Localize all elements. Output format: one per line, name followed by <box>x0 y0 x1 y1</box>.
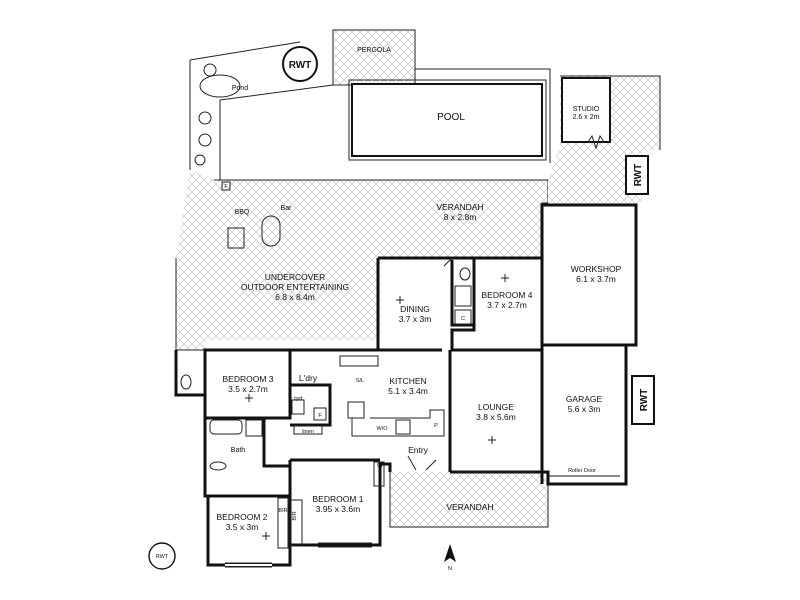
pond <box>199 74 241 98</box>
linen-label: linen <box>302 429 314 435</box>
bir-label-1: BIR <box>292 511 298 520</box>
stove-icon <box>395 419 411 435</box>
rainwater-tank-bottom <box>148 542 176 570</box>
north-label: N <box>448 566 452 572</box>
dr-label: Dr <box>377 463 383 469</box>
bedroom4-label: BEDROOM 4 <box>481 290 532 300</box>
workshop-dim: 6.1 x 3.7m <box>576 274 616 284</box>
cupboard-c-label: C <box>461 316 465 322</box>
wo-label: W/O <box>377 426 389 432</box>
roller-door-label: Roller Door <box>568 468 596 474</box>
rainwater-tank-top <box>282 46 318 82</box>
power-point-icon <box>245 274 509 540</box>
rwt-right-top-label: RWT <box>633 164 644 187</box>
pantry-p-label: P <box>434 423 438 429</box>
studio-dim: 2.6 x 2m <box>573 114 600 121</box>
undercover-dim: 6.8 x 8.4m <box>275 292 315 302</box>
tree-icon <box>194 63 217 166</box>
north-arrow-icon <box>444 544 456 562</box>
kitchen-label: KITCHEN <box>389 376 426 386</box>
undercover-label-1: UNDERCOVER <box>265 272 325 282</box>
dining-dim: 3.7 x 3m <box>399 314 432 324</box>
bedroom1-dim: 3.95 x 3.6m <box>316 504 360 514</box>
sink-icon <box>347 401 365 419</box>
bedroom1-label: BEDROOM 1 <box>312 494 363 504</box>
verandah-top-dim: 8 x 2.8m <box>444 212 477 222</box>
studio <box>561 77 611 143</box>
rainwater-tank-right <box>631 375 655 425</box>
verandah-top-label: VERANDAH <box>436 202 483 212</box>
pool <box>351 83 543 157</box>
bar-label: Bar <box>281 205 293 212</box>
bbq-label: BBQ <box>235 209 250 216</box>
rwt-right-label: RWT <box>639 389 650 412</box>
shower-icon <box>245 419 263 437</box>
bedroom3-label: BEDROOM 3 <box>222 374 273 384</box>
bedroom2-dim: 3.5 x 3m <box>226 522 259 532</box>
bath-label: Bath <box>231 447 246 454</box>
bathtub-icon <box>209 419 243 435</box>
lounge-dim: 3.8 x 5.6m <box>476 412 516 422</box>
pond-label: Pond <box>232 85 248 92</box>
toilet-icon <box>180 374 192 390</box>
studio-label: STUDIO <box>573 106 600 113</box>
lounge-label: LOUNGE <box>478 402 514 412</box>
cpd-label: cpd <box>294 396 303 402</box>
sl-label: S/L <box>356 378 364 384</box>
verandah-bottom-label: VERANDAH <box>446 502 493 512</box>
pergola-label: PERGOLA <box>357 47 391 54</box>
rainwater-tank-right-top <box>625 155 649 195</box>
rwt-top-label: RWT <box>289 60 312 71</box>
undercover-label-2: OUTDOOR ENTERTAINING <box>241 282 349 292</box>
toilet-icon <box>459 267 471 281</box>
bedroom3-dim: 3.5 x 2.7m <box>228 384 268 394</box>
rwt-bottom-label: RWT <box>156 554 169 560</box>
bedroom2-label: BEDROOM 2 <box>216 512 267 522</box>
bbq <box>227 227 245 249</box>
bedroom4-dim: 3.7 x 2.7m <box>487 300 527 310</box>
laundry-label: L'dry <box>299 373 318 383</box>
fridge-f-label: F <box>318 413 322 419</box>
workshop-label: WORKSHOP <box>571 264 622 274</box>
garage-dim: 5.6 x 3m <box>568 404 601 414</box>
shower-icon <box>454 285 472 307</box>
pergola-area <box>333 30 415 85</box>
garden-boundary <box>189 30 334 180</box>
left-garden-hatch <box>176 170 214 258</box>
kitchen-dim: 5.1 x 3.4m <box>388 386 428 396</box>
front-verandah-area <box>390 472 548 527</box>
garage-label: GARAGE <box>566 394 603 404</box>
svg-text:F: F <box>224 184 228 190</box>
entry-label: Entry <box>408 445 429 455</box>
undercover-entertaining-area <box>176 180 548 350</box>
bir-label-2: BIR <box>278 508 287 514</box>
pool-label: POOL <box>437 112 465 123</box>
dining-label: DINING <box>400 304 430 314</box>
bar-counter <box>261 215 281 247</box>
